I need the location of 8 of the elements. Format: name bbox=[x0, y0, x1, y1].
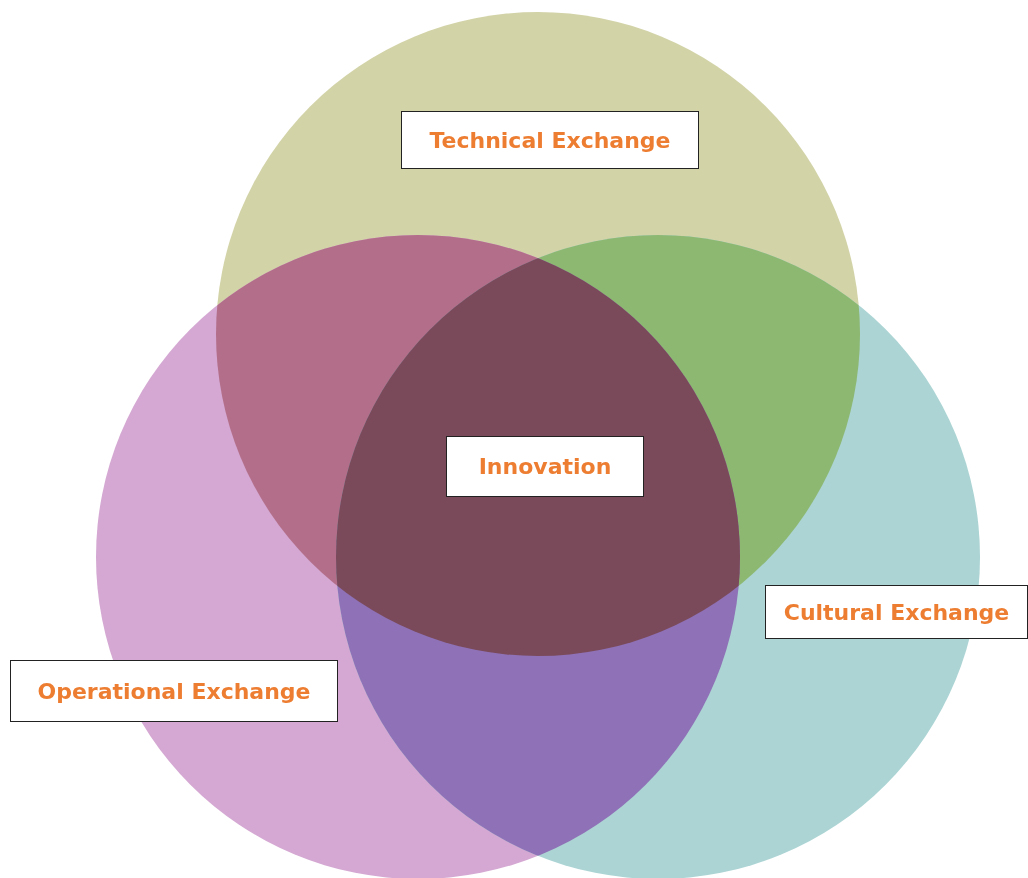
label-text: Technical Exchange bbox=[429, 127, 671, 153]
label-box bbox=[10, 660, 338, 722]
label-box bbox=[446, 436, 644, 497]
label-text: Operational Exchange bbox=[37, 678, 311, 704]
label-text: Cultural Exchange bbox=[783, 599, 1010, 625]
label-box bbox=[401, 111, 699, 169]
label-text: Innovation bbox=[478, 454, 612, 479]
label-box bbox=[765, 585, 1028, 639]
